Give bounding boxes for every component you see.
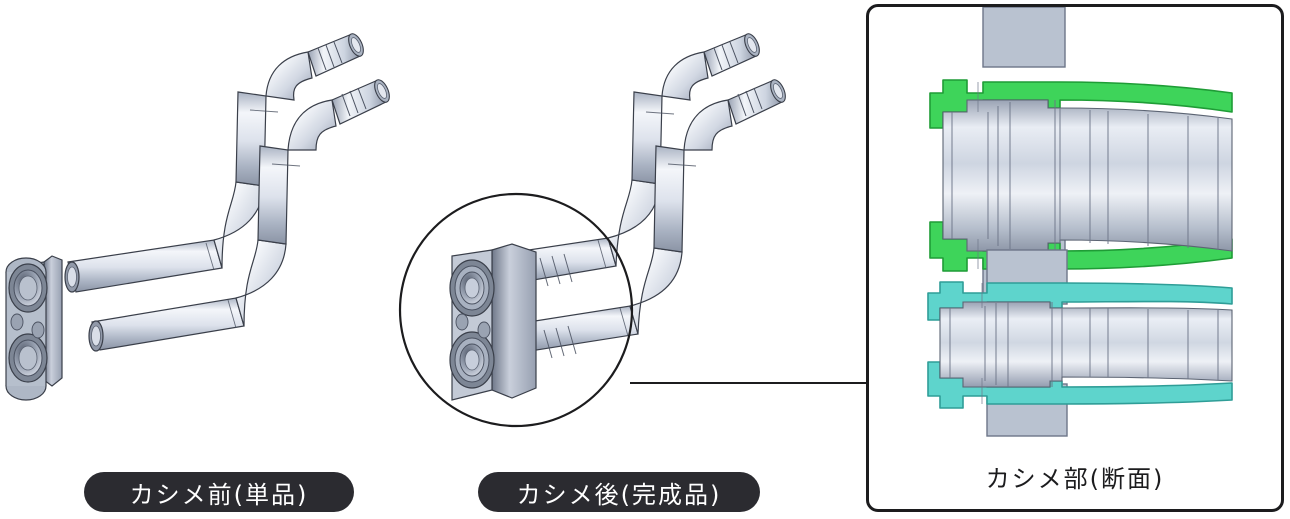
crimp-collar-upper xyxy=(449,259,495,317)
twin-bore-flange-block xyxy=(5,255,63,401)
collar-block-upper-top xyxy=(982,7,1066,68)
section-lower-crimp-joint xyxy=(927,249,1233,437)
flange-bore-upper xyxy=(8,263,48,313)
crimped-flange-hole-left xyxy=(455,313,469,331)
crimped-flange-hole-right xyxy=(477,321,491,339)
crimp-collar-lower xyxy=(449,331,495,389)
caption-cross-section: カシメ部(断面) xyxy=(985,464,1165,493)
crimped-flange-block xyxy=(449,243,577,401)
green-joint-core xyxy=(942,99,1233,252)
flange-bore-lower xyxy=(8,333,48,383)
caption-after-crimp: カシメ後(完成品) xyxy=(478,472,760,512)
flange-hole-right xyxy=(31,321,45,339)
section-upper-crimp-joint xyxy=(929,7,1233,298)
flange-hole-left xyxy=(10,313,24,331)
upper-tube-before xyxy=(64,33,364,293)
caption-before-crimp: カシメ前(単品) xyxy=(84,472,354,512)
detail-circle xyxy=(398,192,634,428)
lower-tube-before xyxy=(88,79,390,352)
